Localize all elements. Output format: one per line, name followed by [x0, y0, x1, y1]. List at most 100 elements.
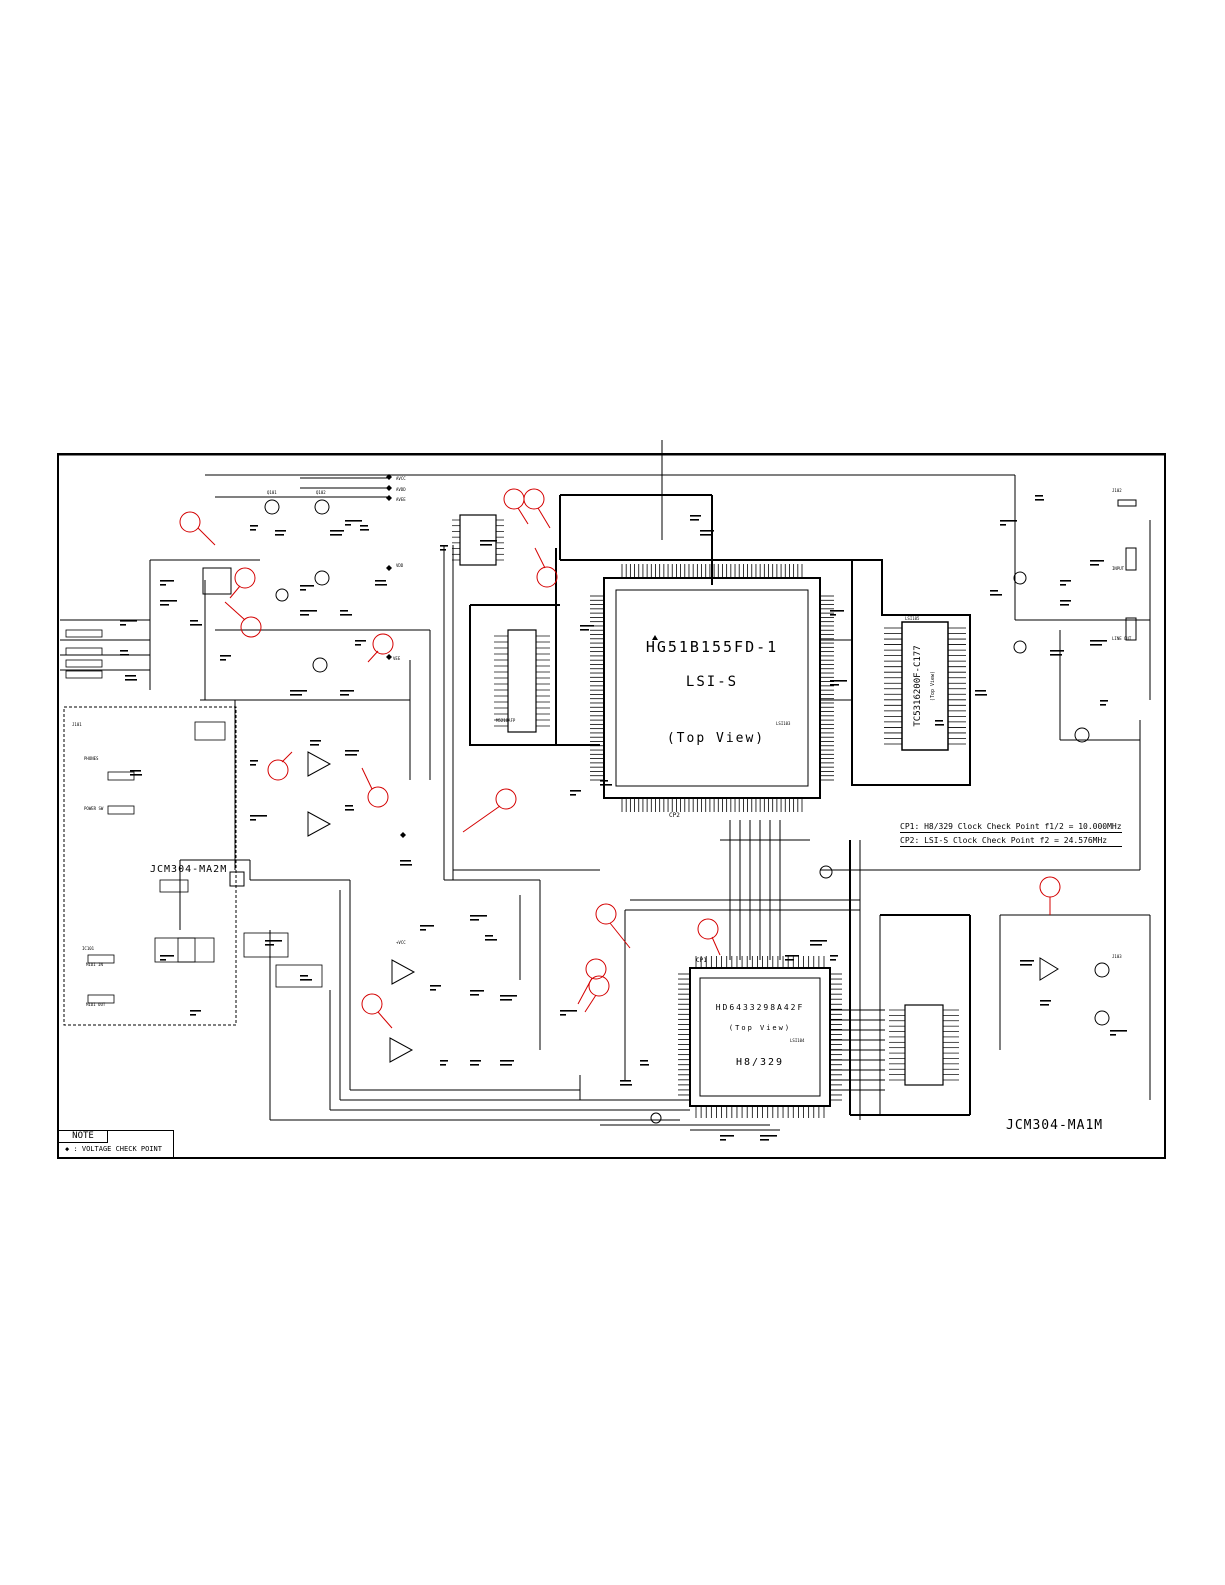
power-rail-vdd: VDD: [396, 563, 404, 568]
annotation-mark: [620, 1080, 631, 1082]
annotation-mark: [500, 995, 517, 997]
annotation-mark: [580, 625, 594, 627]
annotation-mark: [1060, 600, 1071, 602]
annotation-mark: [250, 525, 258, 527]
memory-part-number: TC5316200F-C177: [913, 645, 923, 726]
annotation-mark: [120, 650, 128, 652]
check-point-cp2: CP2: [669, 812, 680, 819]
annotation-mark: [600, 780, 608, 782]
annotation-mark: [340, 694, 349, 696]
annotation-mark: [190, 620, 198, 622]
annotation-mark: [1050, 650, 1064, 652]
annotation-mark: [700, 530, 714, 532]
annotation-mark: [290, 690, 307, 692]
annotation-mark: [760, 1139, 769, 1141]
annotation-mark: [1000, 524, 1006, 526]
annotation-mark: [935, 724, 944, 726]
annotation-mark: [580, 629, 589, 631]
annotation-mark: [830, 680, 847, 682]
annotation-mark: [400, 864, 412, 866]
annotation-mark: [810, 944, 822, 946]
annotation-mark: [420, 925, 434, 927]
annotation-mark: [300, 610, 317, 612]
annotation-mark: [190, 1014, 196, 1016]
wiring-traces: [60, 440, 1151, 1131]
clock-note-cp1: CP1: H8/329 Clock Check Point f1/2 = 10.…: [900, 822, 1122, 833]
annotation-mark: [345, 524, 351, 526]
annotation-mark: [420, 929, 426, 931]
annotation-mark: [935, 720, 943, 722]
cpu-chip: [678, 956, 842, 1118]
annotation-mark: [1035, 499, 1044, 501]
annotation-mark: [160, 604, 169, 606]
annotation-mark: [1060, 604, 1069, 606]
memory-ref: LSI105: [905, 616, 920, 621]
annotation-mark: [120, 620, 137, 622]
annotation-mark: [440, 549, 446, 551]
cpu-part-number: HD6433298A42F: [716, 1003, 805, 1012]
annotation-mark: [470, 994, 479, 996]
transistors: [264, 499, 1110, 1124]
annotation-mark: [430, 989, 436, 991]
annotation-mark: [300, 975, 308, 977]
annotation-mark: [720, 1139, 726, 1141]
annotation-mark: [160, 580, 174, 582]
annotation-mark: [1035, 495, 1043, 497]
annotation-mark: [440, 1064, 446, 1066]
annotation-mark: [250, 764, 256, 766]
annotation-mark: [340, 614, 352, 616]
annotation-mark: [1090, 644, 1102, 646]
annotation-mark: [1060, 584, 1066, 586]
connector-label-input: INPUT: [1112, 566, 1125, 571]
annotation-mark: [265, 944, 274, 946]
annotation-mark: [345, 520, 362, 522]
annotation-mark: [355, 640, 366, 642]
cpu-name: H8/329: [736, 1057, 784, 1068]
memory-chip: [884, 621, 966, 751]
check-point-cp1: CP1: [696, 957, 707, 964]
jacks: [1117, 499, 1137, 641]
annotation-mark: [160, 959, 166, 961]
annotation-mark: [470, 1064, 479, 1066]
board-label-main: JCM304-MA1M: [1006, 1118, 1104, 1133]
annotation-mark: [160, 955, 174, 957]
annotation-mark: [430, 985, 441, 987]
annotation-mark: [570, 790, 581, 792]
annotation-mark: [785, 955, 799, 957]
annotation-mark: [345, 750, 359, 752]
annotation-mark: [830, 614, 836, 616]
annotation-mark: [1090, 560, 1104, 562]
ic-lsi102: [494, 629, 550, 733]
power-rail-vee: VEE: [393, 656, 401, 661]
annotation-mark: [760, 1135, 777, 1137]
clock-check-notes: CP1: H8/329 Clock Check Point f1/2 = 10.…: [900, 822, 1122, 850]
cpu-view: (Top View): [729, 1024, 791, 1032]
annotation-mark: [275, 530, 286, 532]
annotation-mark: [500, 1060, 514, 1062]
annotation-mark: [125, 675, 136, 677]
annotation-mark: [400, 860, 411, 862]
annotation-mark: [330, 534, 342, 536]
annotation-mark: [470, 915, 487, 917]
annotation-mark: [360, 529, 369, 531]
annotation-mark: [1000, 520, 1017, 522]
annotation-mark: [250, 529, 256, 531]
annotation-mark: [360, 525, 368, 527]
annotation-mark: [250, 819, 256, 821]
ic-lsi106: [889, 1004, 959, 1086]
annotation-mark: [130, 774, 142, 776]
annotation-mark: [470, 1060, 481, 1062]
annotation-mark: [1050, 654, 1062, 656]
lsi-s-name: LSI-S: [686, 674, 738, 690]
transistor-ref-q102: Q102: [316, 490, 326, 495]
annotation-mark: [375, 584, 387, 586]
annotation-mark: [990, 590, 998, 592]
annotation-mark: [1060, 580, 1071, 582]
annotation-mark: [720, 1135, 734, 1137]
opamps: [307, 751, 1059, 1063]
annotation-mark: [160, 600, 177, 602]
annotation-mark: [1100, 704, 1106, 706]
annotation-mark: [1040, 1000, 1051, 1002]
annotation-mark: [640, 1060, 648, 1062]
opamp-ref: M5218AFP: [496, 718, 516, 723]
